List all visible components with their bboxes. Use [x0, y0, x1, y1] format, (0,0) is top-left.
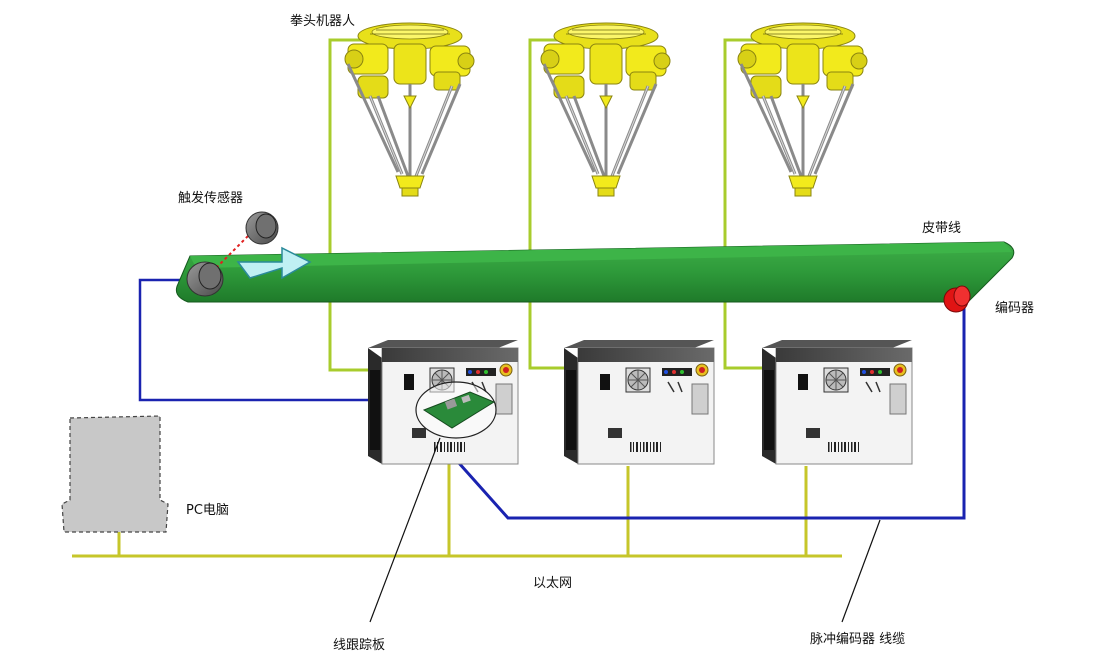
label-encoder: 编码器 [995, 301, 1035, 316]
label-conveyor: 皮带线 [922, 221, 962, 236]
ethernet-bus [72, 462, 842, 558]
encoder-cable-pointer [841, 519, 881, 623]
conveyor-belt [175, 241, 1015, 303]
label-trigger-sensor: 触发传感器 [178, 191, 244, 206]
delta-robot-2 [539, 21, 672, 198]
tracking-board [369, 381, 497, 623]
label-ethernet: 以太网 [533, 576, 573, 591]
robot-cables [328, 38, 762, 372]
trigger-sensor [186, 211, 279, 297]
label-tracking-board: 线跟踪板 [333, 638, 386, 653]
robot-controller-3 [761, 339, 913, 465]
delta-robot-3 [736, 21, 869, 198]
label-pc: PC电脑 [186, 503, 229, 518]
label-robot: 拳头机器人 [290, 14, 356, 29]
direction-arrow-icon [236, 246, 312, 280]
robot-controller-2 [563, 339, 715, 465]
label-encoder-cable: 脉冲编码器 线缆 [810, 632, 906, 647]
sensor-cable [138, 278, 370, 402]
delta-robot-1 [343, 21, 476, 198]
pc-computer [61, 415, 169, 533]
encoder-cable-line [456, 300, 966, 520]
encoder [943, 285, 971, 313]
